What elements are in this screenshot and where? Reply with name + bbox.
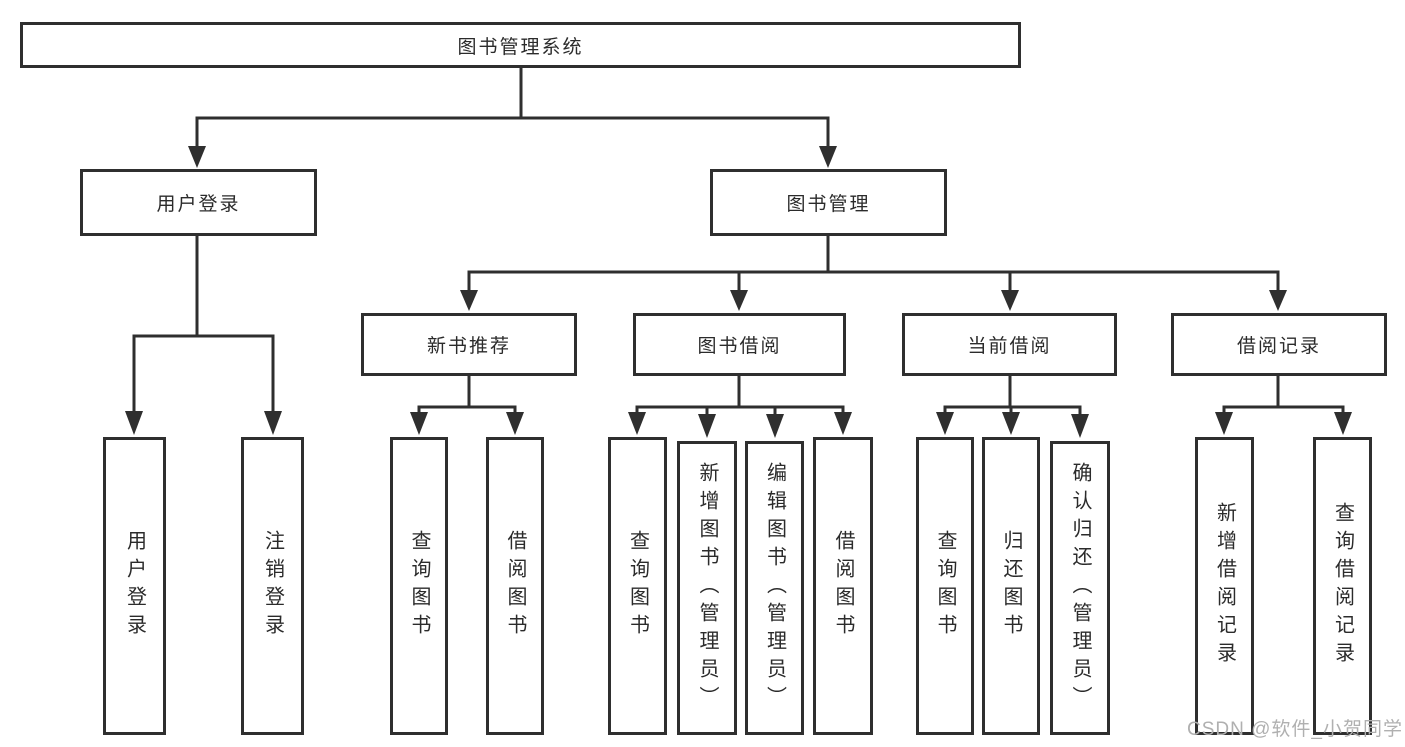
node-root-label: 图书管理系统 [457, 36, 584, 58]
arrowhead [628, 412, 646, 435]
arrowhead [506, 412, 524, 435]
leaf-records-query-record-label: 查询借阅记录 [1331, 502, 1354, 670]
node-borrow-records: 借阅记录 [1171, 313, 1387, 376]
node-book-borrow: 图书借阅 [633, 313, 846, 376]
arrowhead [1071, 414, 1089, 438]
leaf-logout: 注销登录 [241, 437, 304, 735]
leaf-recommend-borrow-book-label: 借阅图书 [504, 530, 526, 642]
leaf-borrow-add-book-admin: 新增图书（管理员） [677, 441, 737, 735]
node-book-borrow-label: 图书借阅 [697, 336, 782, 357]
leaf-current-return-book-label: 归还图书 [1000, 530, 1022, 642]
leaf-current-query-book-label: 查询图书 [934, 530, 956, 642]
connector-new-book-recommend-to-leaves [410, 374, 524, 435]
connector-root-to-level2 [188, 66, 837, 168]
leaf-logout-label: 注销登录 [261, 530, 284, 642]
leaf-borrow-edit-book-admin: 编辑图书（管理员） [745, 441, 804, 735]
arrowhead [1215, 412, 1233, 435]
arrowhead [730, 290, 748, 311]
arrowhead [1269, 290, 1287, 311]
arrowhead [410, 412, 428, 435]
connector-book-management-to-level3 [460, 234, 1287, 311]
node-current-borrow: 当前借阅 [902, 313, 1117, 376]
node-new-book-recommend: 新书推荐 [361, 313, 577, 376]
arrowhead [819, 146, 837, 168]
arrowhead [188, 146, 206, 168]
connector-book-borrow-to-leaves [628, 374, 852, 438]
leaf-current-return-book: 归还图书 [982, 437, 1040, 735]
leaf-records-add-record: 新增借阅记录 [1195, 437, 1254, 735]
leaf-user-login-label: 用户登录 [123, 530, 146, 642]
arrowhead [1001, 290, 1019, 311]
connector-current-borrow-to-leaves [936, 374, 1089, 438]
leaf-records-add-record-label: 新增借阅记录 [1213, 502, 1236, 670]
arrowhead [125, 411, 143, 435]
arrowhead [936, 412, 954, 435]
leaf-recommend-query-book-label: 查询图书 [408, 530, 430, 642]
arrowhead [1002, 412, 1020, 435]
csdn-watermark: CSDN @软件_小贺同学 [1187, 719, 1403, 740]
leaf-borrow-edit-book-admin-label: 编辑图书（管理员） [763, 462, 786, 714]
node-current-borrow-label: 当前借阅 [967, 336, 1052, 357]
arrowhead [698, 414, 716, 438]
leaf-recommend-query-book: 查询图书 [390, 437, 448, 735]
leaf-current-query-book: 查询图书 [916, 437, 974, 735]
leaf-borrow-borrow-book-label: 借阅图书 [832, 530, 854, 642]
leaf-borrow-borrow-book: 借阅图书 [813, 437, 873, 735]
leaf-current-confirm-return-admin-label: 确认归还（管理员） [1069, 462, 1091, 714]
leaf-borrow-add-book-admin-label: 新增图书（管理员） [696, 462, 718, 714]
node-new-book-recommend-label: 新书推荐 [426, 336, 511, 357]
leaf-records-query-record: 查询借阅记录 [1313, 437, 1372, 735]
leaf-borrow-query-book: 查询图书 [608, 437, 667, 735]
leaf-recommend-borrow-book: 借阅图书 [486, 437, 544, 735]
node-user-login: 用户登录 [80, 169, 317, 236]
arrowhead [834, 412, 852, 435]
leaf-user-login: 用户登录 [103, 437, 166, 735]
leaf-borrow-query-book-label: 查询图书 [626, 530, 649, 642]
arrowhead [1334, 412, 1352, 435]
node-borrow-records-label: 借阅记录 [1236, 336, 1321, 357]
node-book-management-label: 图书管理 [786, 194, 871, 215]
arrowhead [766, 414, 784, 438]
node-root: 图书管理系统 [20, 22, 1021, 68]
node-user-login-label: 用户登录 [156, 194, 241, 215]
connector-user-login-to-leaves [125, 234, 282, 435]
node-book-management: 图书管理 [710, 169, 947, 236]
arrowhead [460, 290, 478, 311]
leaf-current-confirm-return-admin: 确认归还（管理员） [1050, 441, 1110, 735]
arrowhead [264, 411, 282, 435]
connector-borrow-records-to-leaves [1215, 374, 1352, 435]
